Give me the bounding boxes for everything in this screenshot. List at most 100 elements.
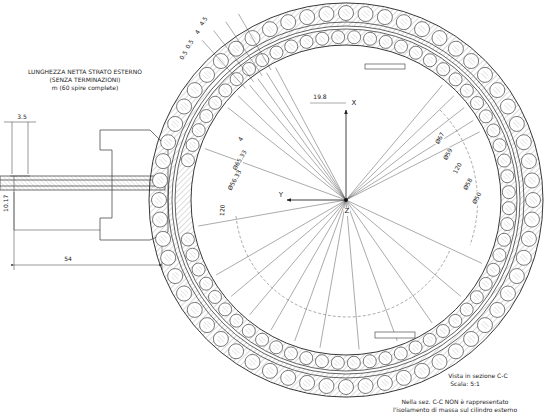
coil-turn <box>493 139 506 152</box>
note-text: LUNGHEZZA NETTA STRATO ESTERNO <box>27 69 143 76</box>
coil-turn <box>208 290 221 303</box>
dimension-line <box>346 85 442 200</box>
coil-core <box>505 205 512 212</box>
coil-core <box>203 280 210 287</box>
coil-turn <box>464 331 479 346</box>
coil-turn <box>200 110 213 123</box>
coil-turn <box>432 354 447 369</box>
coil-core <box>342 383 350 391</box>
coil-core <box>303 13 311 21</box>
coil-turn <box>432 31 447 46</box>
dimension-value: 3.5 <box>16 114 28 121</box>
dimension-value: 4 <box>194 28 203 36</box>
coil-turn <box>285 40 298 53</box>
coil-turn <box>300 375 315 390</box>
coil-turn <box>186 248 199 261</box>
coil-core <box>351 34 358 41</box>
coil-turn <box>526 193 541 208</box>
coil-turn <box>262 363 277 378</box>
dimension-line <box>231 200 346 296</box>
coil-core <box>189 141 196 148</box>
dimension-line <box>228 108 346 200</box>
coil-core <box>350 359 357 366</box>
coil-core <box>435 34 443 42</box>
dimension-value: 10.17 <box>4 193 11 212</box>
coil-turn <box>471 97 484 110</box>
coil-core <box>412 344 419 351</box>
coil-turn <box>524 212 539 227</box>
coil-core <box>322 10 330 18</box>
coil-turn <box>192 263 205 276</box>
coil-core <box>233 317 240 324</box>
coil-turn <box>364 32 377 45</box>
coil-turn <box>256 54 269 67</box>
coil-turn <box>187 83 202 98</box>
coil-core <box>482 280 489 287</box>
coil-turn <box>498 233 511 246</box>
dimension-value: 19.8 <box>312 94 327 101</box>
coil-core <box>232 347 240 355</box>
coil-core <box>203 112 210 119</box>
coil-core <box>520 138 528 146</box>
extension-line <box>226 22 262 76</box>
dimension-line <box>205 149 346 200</box>
coil-turn <box>161 250 176 265</box>
leader-lines <box>198 14 482 350</box>
coil-core <box>191 86 199 94</box>
coil-core <box>258 336 265 343</box>
coil-core <box>171 120 179 128</box>
coil-turn <box>516 250 531 265</box>
coil-turn <box>153 173 168 188</box>
coil-turn <box>377 375 392 390</box>
coil-core <box>361 382 369 390</box>
coil-turn <box>245 354 260 369</box>
coil-core <box>164 138 172 146</box>
coil-turn <box>524 173 539 188</box>
coil-core <box>504 289 512 297</box>
coil-core <box>288 43 295 50</box>
dimension-line <box>276 68 346 200</box>
coil-turn <box>300 35 313 48</box>
coil-turn <box>358 7 373 22</box>
coil-core <box>473 294 480 301</box>
dimension-line <box>346 200 482 263</box>
coil-core <box>318 358 325 365</box>
coil-core <box>195 266 202 273</box>
coil-turn <box>177 286 192 301</box>
coil-core <box>273 344 280 351</box>
coil-turn <box>477 67 492 82</box>
coil-core <box>303 38 310 45</box>
coil-turn <box>464 54 479 69</box>
coil-core <box>159 157 167 165</box>
coil-turn <box>409 46 422 59</box>
coil-turn <box>181 154 194 167</box>
coil-core <box>525 157 533 165</box>
coil-core <box>245 65 252 72</box>
coil-core <box>439 327 446 334</box>
axis-label: X <box>351 100 358 108</box>
coil-core <box>222 87 229 94</box>
coil-core <box>426 57 433 64</box>
coil-core <box>490 266 497 273</box>
dimension-line <box>295 200 346 341</box>
coil-turn <box>501 170 514 183</box>
coil-turn <box>284 347 297 360</box>
coil-core <box>232 45 240 53</box>
coil-turn <box>281 15 296 30</box>
coil-turn <box>200 67 215 82</box>
coil-core <box>164 254 172 262</box>
coil-turn <box>521 154 536 169</box>
coil-core <box>245 327 252 334</box>
coil-core <box>435 358 443 366</box>
coil-turn <box>436 325 449 338</box>
coil-core <box>504 102 512 110</box>
dimension-line <box>258 79 346 200</box>
coil-turn <box>409 341 422 354</box>
coil-turn <box>449 73 462 86</box>
dimension-line <box>216 200 346 275</box>
coil-turn <box>449 314 462 327</box>
coil-core <box>191 306 199 314</box>
coil-core <box>418 25 426 33</box>
coil-core <box>467 335 475 343</box>
